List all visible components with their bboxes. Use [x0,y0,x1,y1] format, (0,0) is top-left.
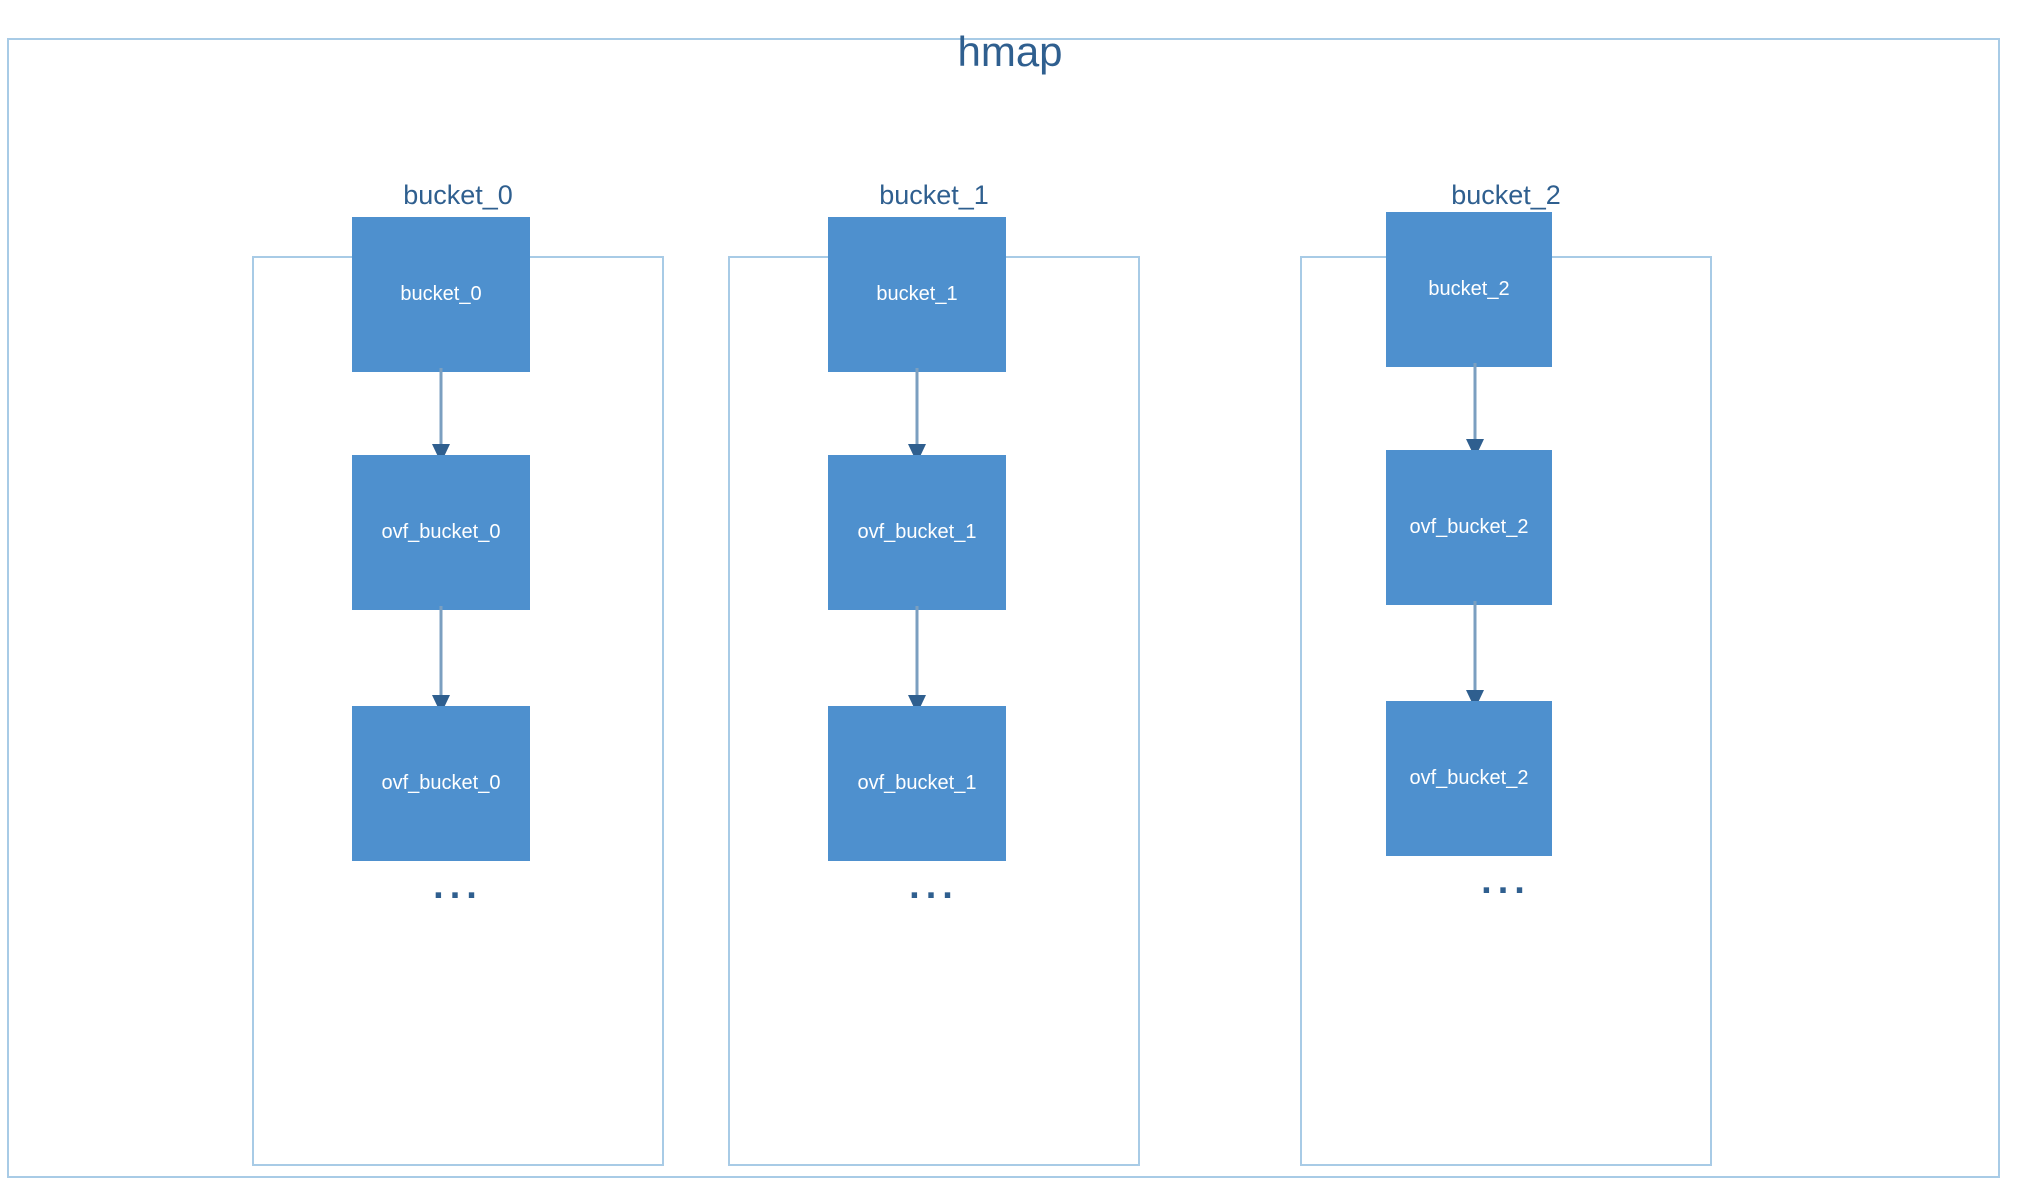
node-ovf-bucket-2-b[interactable]: ovf_bucket_2 [1386,701,1552,856]
node-bucket-2[interactable]: bucket_2 [1386,212,1552,367]
continuation-ellipsis-bucket-1: ... [909,865,959,907]
node-ovf-bucket-1-b[interactable]: ovf_bucket_1 [828,706,1006,861]
node-bucket-0[interactable]: bucket_0 [352,217,530,372]
node-ovf-bucket-2-a[interactable]: ovf_bucket_2 [1386,450,1552,605]
node-ovf-bucket-0-a[interactable]: ovf_bucket_0 [352,455,530,610]
cluster-label-bucket-2: bucket_2 [1451,180,1561,210]
node-label: ovf_bucket_2 [1409,767,1529,789]
node-ovf-bucket-0-b[interactable]: ovf_bucket_0 [352,706,530,861]
node-bucket-1[interactable]: bucket_1 [828,217,1006,372]
node-label: bucket_1 [876,283,958,305]
node-label: ovf_bucket_0 [381,772,501,794]
cluster-label-bucket-1: bucket_1 [879,180,989,210]
cluster-label-bucket-0: bucket_0 [403,180,513,210]
continuation-ellipsis-bucket-2: ... [1481,860,1531,902]
node-label: ovf_bucket_1 [857,521,977,543]
continuation-ellipsis-bucket-0: ... [433,865,483,907]
node-ovf-bucket-1-a[interactable]: ovf_bucket_1 [828,455,1006,610]
node-label: bucket_0 [400,283,482,305]
node-label: ovf_bucket_0 [381,521,501,543]
node-label: ovf_bucket_2 [1409,516,1529,538]
node-label: ovf_bucket_1 [857,772,977,794]
graph-title: hmap [957,28,1063,75]
node-label: bucket_2 [1428,278,1510,300]
